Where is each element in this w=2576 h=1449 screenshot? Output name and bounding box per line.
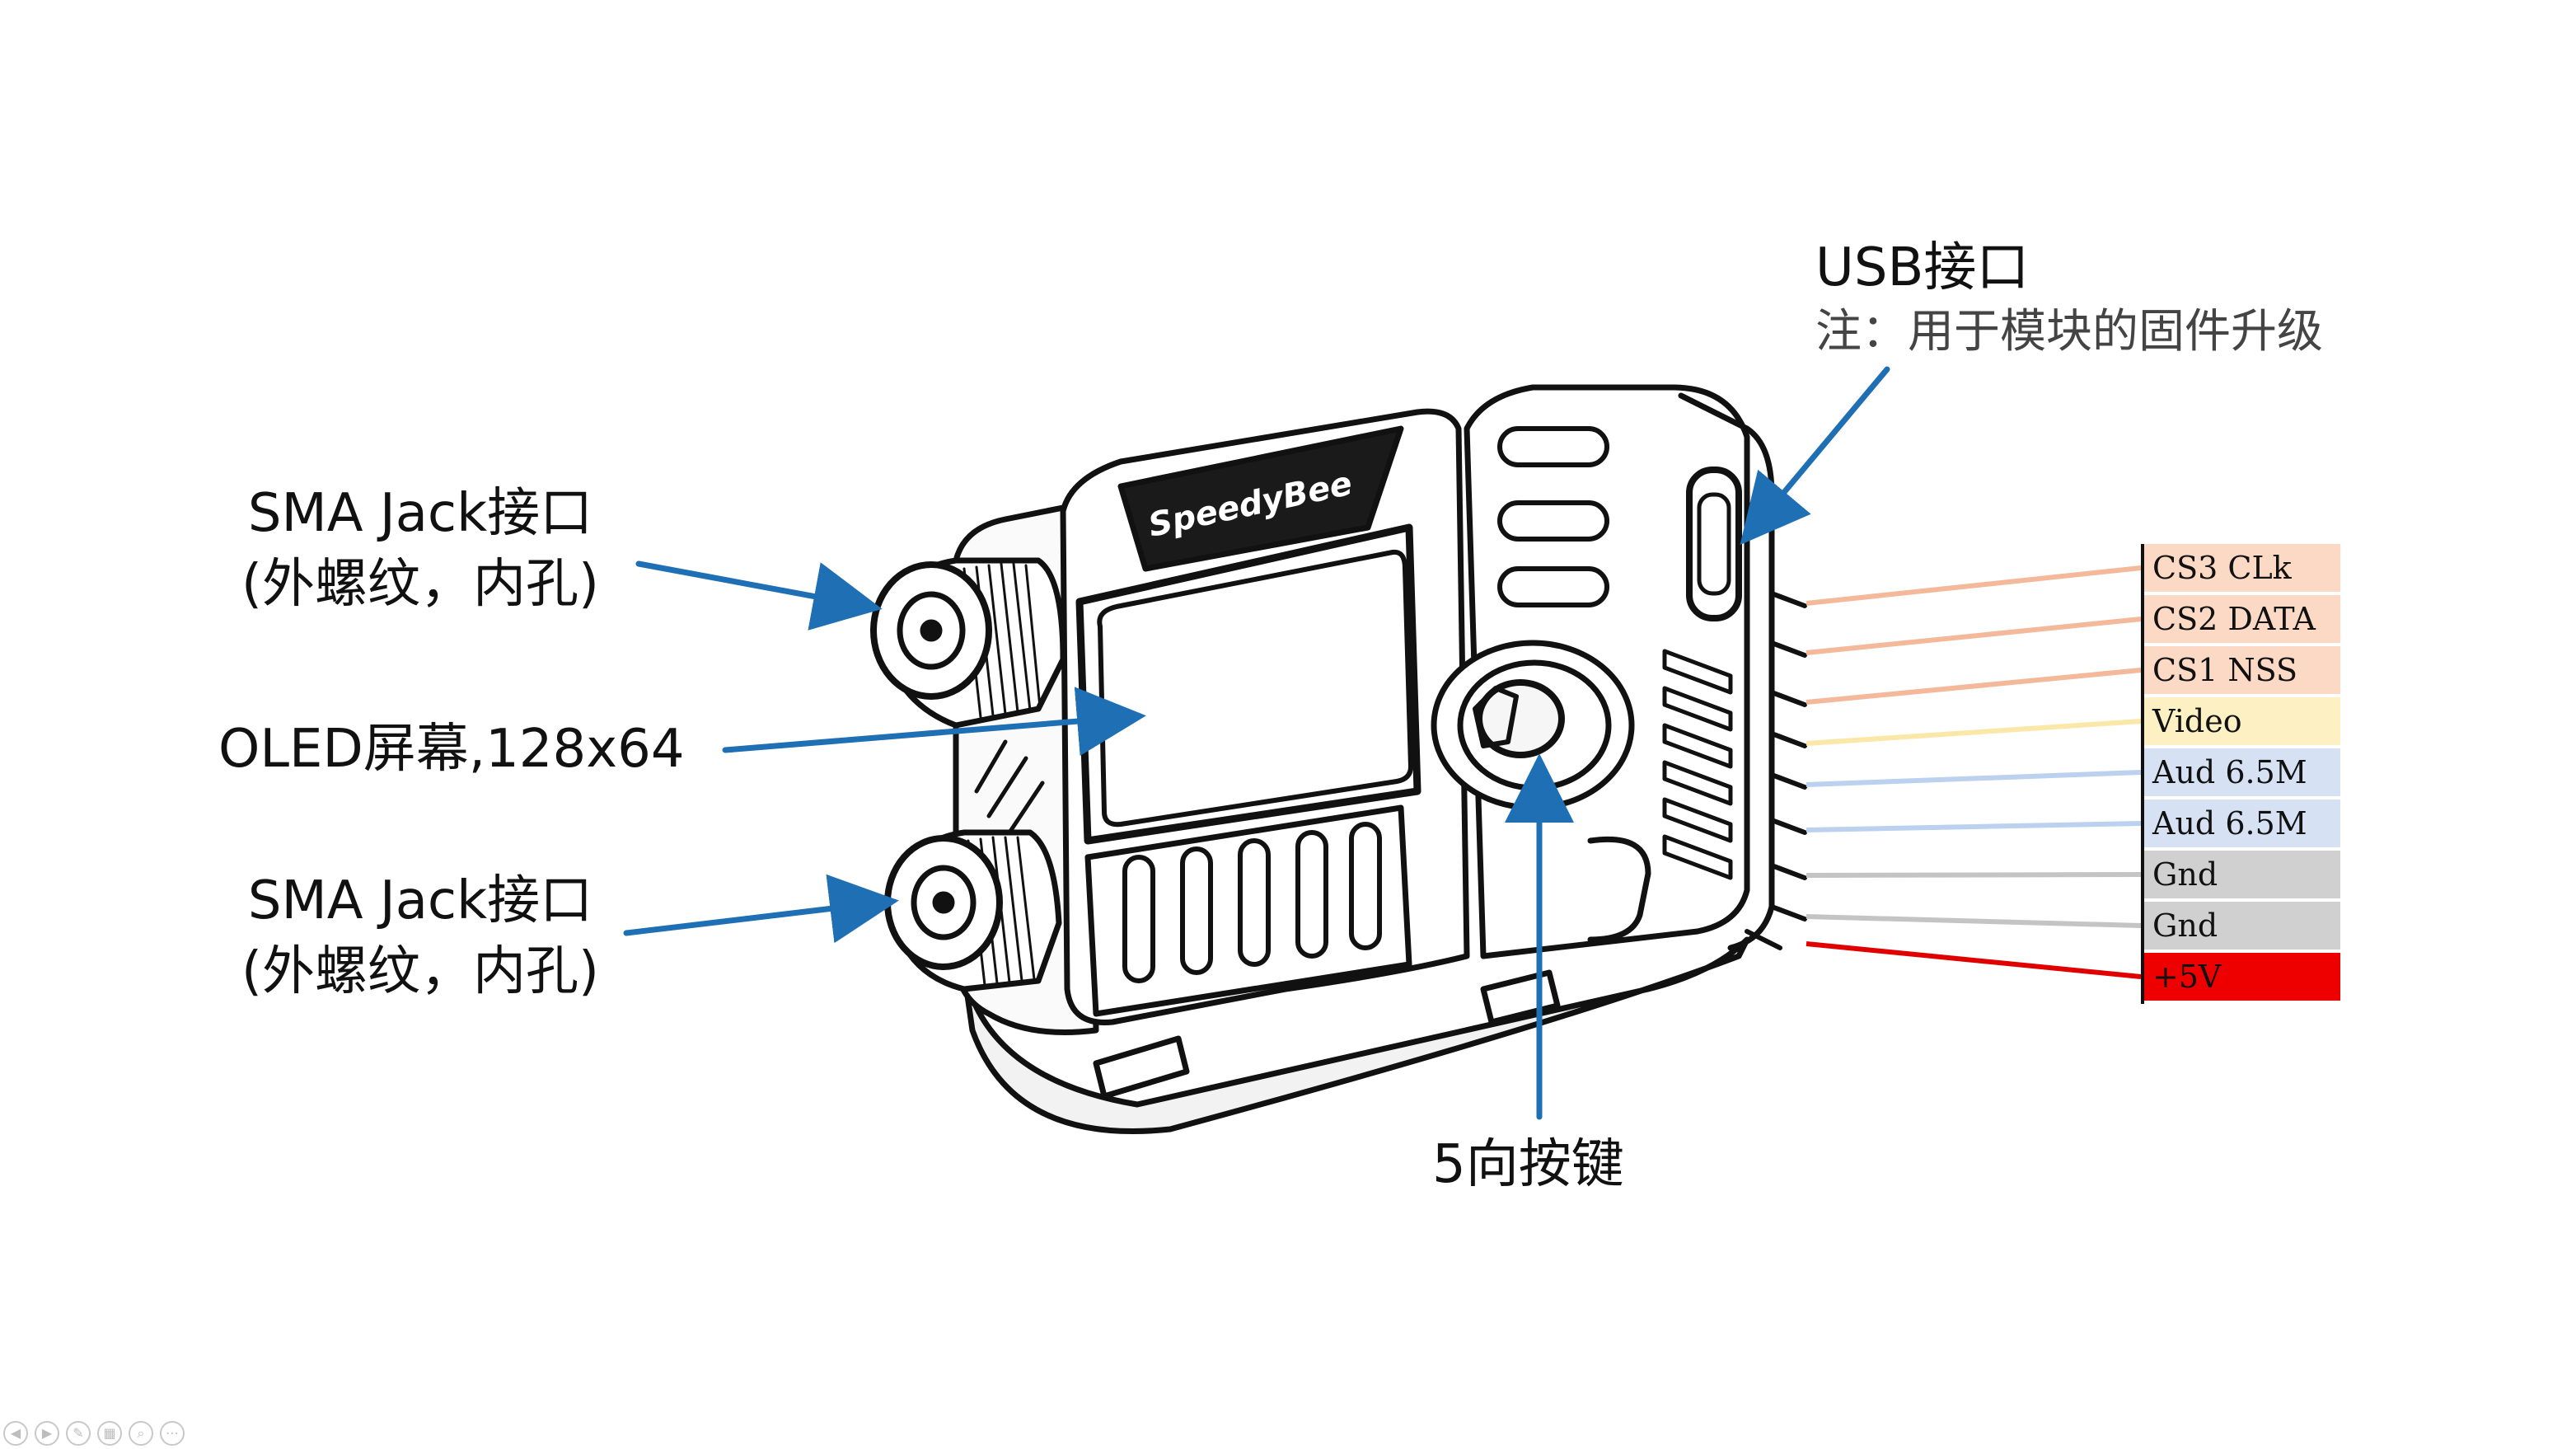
next-icon[interactable]: ▶ [35, 1421, 59, 1446]
device-body [870, 384, 1807, 1134]
slideshow-toolbar: ◀ ▶ ✎▦ ⌕ ⋯ [3, 1421, 185, 1446]
pen-icon[interactable]: ✎ [66, 1421, 91, 1446]
arrow-sma-top [635, 560, 883, 631]
zoom-icon[interactable]: ⌕ [129, 1421, 153, 1446]
sma-connector-top [870, 557, 1066, 729]
callout-arrows [623, 366, 1890, 1120]
oled-label: OLED屏幕,128x64 [218, 719, 685, 780]
pin-wire [1806, 668, 2142, 705]
pin-wire [1806, 770, 2142, 787]
pin-wire [1806, 617, 2142, 655]
pin-row: CS2 DATA [2144, 595, 2340, 646]
oled-screen [1097, 549, 1413, 828]
sma-bottom-line1: SMA Jack接口 [247, 870, 593, 931]
pin-row: Video [2144, 697, 2340, 748]
button-label: 5向按键 [1432, 1134, 1624, 1195]
pin-wire [1806, 719, 2142, 746]
sma-top-line2: (外螺纹，内孔) [241, 554, 599, 615]
pin-row: CS3 CLk [2144, 544, 2340, 595]
pin-row: Aud 6.5M [2144, 800, 2340, 851]
device-base [961, 936, 1750, 1134]
usb-note: 注：用于模块的固件升级 [1815, 305, 2323, 359]
pin-wire [1806, 821, 2142, 832]
pin-row: CS1 NSS [2144, 646, 2340, 697]
brand-bar [1117, 425, 1404, 572]
pin-header [1745, 591, 1807, 950]
arrow-sma-bottom [623, 874, 899, 944]
sma-top-label: SMA Jack接口 (外螺纹，内孔) [198, 478, 643, 620]
pin-row: Gnd [2144, 902, 2340, 953]
arrow-oled [722, 687, 1146, 756]
pin-wires [1806, 565, 2142, 979]
pin-row: Gnd [2144, 851, 2340, 902]
pin-wire [1806, 941, 2142, 979]
usb-title: USB接口 [1815, 237, 2030, 298]
sma-connector-bottom [884, 829, 1062, 992]
pin-wire [1806, 914, 2142, 928]
pin-row: +5V [2144, 953, 2340, 1004]
sma-bottom-line2: (外螺纹，内孔) [241, 941, 599, 1002]
pin-row: Aud 6.5M [2144, 748, 2340, 800]
sma-bottom-label: SMA Jack接口 (外螺纹，内孔) [198, 865, 643, 1007]
prev-icon[interactable]: ◀ [3, 1421, 28, 1446]
sma-top-line1: SMA Jack接口 [247, 483, 593, 544]
more-icon[interactable]: ⋯ [160, 1421, 185, 1446]
pin-wire [1806, 565, 2142, 606]
arrow-usb [1740, 366, 1890, 546]
usb-port [1686, 467, 1742, 621]
slides-icon[interactable]: ▦ [97, 1421, 122, 1446]
five-way-button [1431, 640, 1635, 811]
